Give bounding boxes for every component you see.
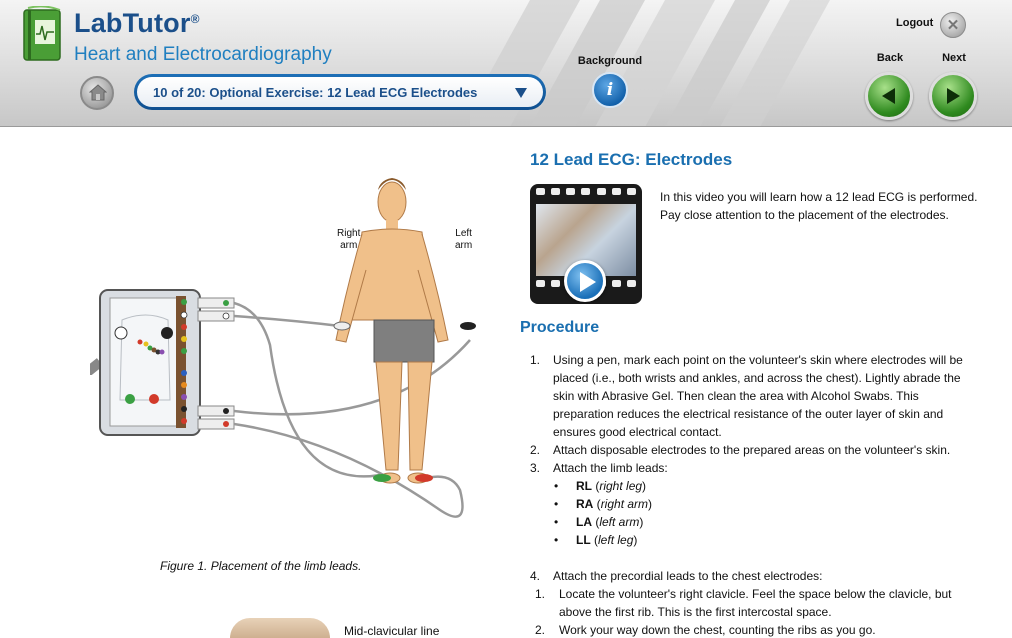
procedure-step: 4. Attach the precordial leads to the ch… [530, 569, 823, 583]
home-button[interactable] [80, 76, 114, 110]
clavicle-figure-thumbnail [230, 618, 330, 638]
exercise-selector-dropdown[interactable]: 10 of 20: Optional Exercise: 12 Lead ECG… [134, 74, 546, 110]
back-label: Back [876, 52, 904, 64]
chevron-down-icon [515, 88, 527, 98]
arrow-left-icon [882, 88, 895, 104]
play-button[interactable] [564, 260, 606, 302]
limb-lead-list: •RL (right leg) •RA (right arm) •LA (lef… [554, 477, 980, 549]
app-brand: LabTutor® [74, 8, 200, 38]
list-item: •RA (right arm) [554, 497, 653, 511]
arrow-right-icon [947, 88, 960, 104]
background-info-button[interactable]: i [592, 72, 628, 108]
close-icon: ✕ [946, 17, 960, 34]
figure-caption: Figure 1. Placement of the limb leads. [160, 559, 362, 573]
labtutor-logo-icon [23, 6, 61, 61]
procedure-step: 3. Attach the limb leads: [530, 461, 668, 475]
procedure-step: 1. Using a pen, mark each point on the v… [530, 353, 963, 439]
info-icon: i [606, 80, 614, 100]
mid-clavicular-label: Mid-clavicular line [344, 624, 440, 638]
next-label: Next [942, 52, 966, 64]
home-icon [89, 84, 107, 101]
list-item: •RL (right leg) [554, 479, 647, 493]
procedure-steps: 1. Using a pen, mark each point on the v… [530, 351, 980, 638]
list-item: •LA (left arm) [554, 515, 644, 529]
video-thumbnail[interactable] [530, 184, 642, 304]
play-icon [580, 272, 596, 292]
background-label: Background [577, 55, 643, 67]
procedure-step: 2. Attach disposable electrodes to the p… [530, 443, 951, 457]
logout-label: Logout [896, 17, 934, 29]
procedure-heading: Procedure [520, 319, 600, 336]
lesson-title: Heart and Electrocardiography [74, 44, 332, 65]
video-intro-text: In this video you will learn how a 12 le… [660, 190, 978, 222]
page-title: 12 Lead ECG: Electrodes [530, 150, 733, 169]
list-item: •LL (left leg) [554, 533, 638, 547]
procedure-substep: 1. Locate the volunteer's right clavicle… [535, 587, 952, 619]
app-header: LabTutor® Heart and Electrocardiography … [0, 0, 1012, 127]
next-button[interactable] [929, 72, 977, 120]
limb-lead-placement-illustration [90, 178, 476, 518]
film-strip-top [536, 188, 636, 198]
back-button[interactable] [865, 72, 913, 120]
exercise-selector-value: 10 of 20: Optional Exercise: 12 Lead ECG… [153, 85, 478, 100]
logout-button[interactable]: ✕ [940, 12, 966, 38]
procedure-substep: 2. Work your way down the chest, countin… [535, 623, 876, 637]
